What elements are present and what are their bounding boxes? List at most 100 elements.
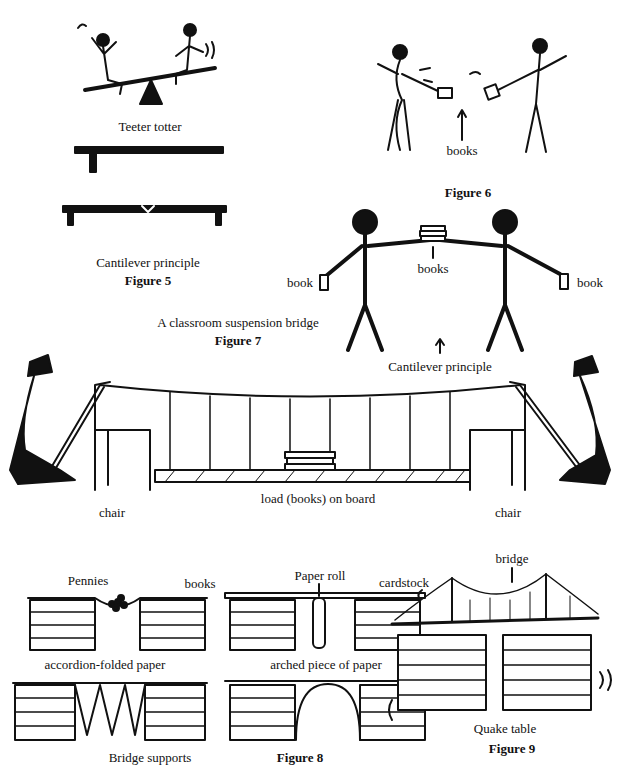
cantilever-beams-stroke (90, 152, 96, 172)
part-label: cardstock (379, 575, 429, 590)
quake-table-stroke (503, 650, 591, 695)
cantilever-beams-stroke (68, 211, 73, 225)
quake-table-stroke (420, 592, 570, 623)
figure-caption: Figure 7 (215, 333, 261, 348)
part-label: A classroom suspension bridge (157, 315, 318, 330)
cantilever-people-stroke (353, 210, 377, 234)
quake-table-stroke (398, 650, 486, 695)
part-label: chair (495, 505, 521, 520)
part-label: Bridge supports (109, 750, 192, 765)
part-label: books (184, 576, 215, 591)
figure-6-people-stroke (420, 68, 480, 82)
bridge-supports-stroke (13, 682, 207, 684)
cantilever-beams-stroke (75, 147, 223, 153)
bridge-supports-stroke (225, 593, 425, 598)
teeter-totter-stroke (140, 80, 162, 104)
bridge-supports-stroke (140, 612, 205, 638)
bridge-supports (13, 584, 430, 740)
part-label: Quake table (474, 721, 536, 736)
bridge-supports-stroke (318, 584, 320, 596)
figure-6-people-stroke (393, 45, 407, 59)
bridge-supports-stroke (140, 600, 205, 650)
figure-caption: Figure 6 (445, 185, 491, 200)
part-label: book (287, 275, 313, 290)
teeter-totter (78, 24, 215, 104)
quake-table-stroke (389, 590, 611, 720)
part-label: Paper roll (295, 568, 346, 583)
suspension-bridge-stroke (165, 470, 465, 482)
part-label: load (books) on board (261, 491, 375, 506)
part-label: arched piece of paper (270, 657, 382, 672)
cantilever-people-stroke (440, 234, 560, 350)
suspension-bridge (10, 355, 610, 490)
part-label: Cantilever principle (388, 359, 492, 374)
cantilever-people-stroke (439, 340, 441, 353)
figure-caption: Figure 8 (277, 750, 323, 765)
figure-6-people (378, 39, 566, 152)
bridge-supports-stroke (313, 598, 325, 648)
bridge-supports-stroke (145, 698, 205, 726)
quake-table (389, 568, 611, 720)
suspension-bridge-stroke (285, 464, 335, 470)
suspension-bridge-stroke (45, 385, 585, 478)
figure-caption: Figure 5 (125, 273, 171, 288)
bridge-supports-stroke (296, 684, 360, 740)
part-label: Pennies (68, 573, 108, 588)
part-label: bridge (495, 551, 528, 566)
bridge-supports-stroke (230, 612, 295, 638)
teeter-totter-stroke (92, 38, 122, 94)
part-label: accordion-folded paper (45, 657, 166, 672)
suspension-bridge-stroke (10, 376, 75, 484)
cantilever-people-stroke (320, 275, 328, 290)
cantilever-people-stroke (432, 247, 434, 258)
quake-table-stroke (392, 618, 598, 624)
suspension-bridge-stroke (155, 470, 470, 482)
cantilever-people-stroke (560, 274, 568, 289)
cantilever-beams-stroke (63, 206, 226, 212)
figure-6-people-stroke (438, 88, 452, 98)
quake-table-stroke (511, 568, 513, 582)
bridge-supports-stroke (15, 685, 75, 740)
bridge-supports-stroke (30, 612, 95, 638)
suspension-bridge-stroke (28, 355, 52, 376)
teeter-totter-stroke (184, 24, 196, 36)
cantilever-people-stroke (326, 234, 430, 350)
quake-table-stroke (452, 574, 546, 622)
cantilever-people-stroke (493, 210, 517, 234)
teeter-totter-stroke (176, 36, 203, 84)
figure-6-people-stroke (533, 39, 547, 53)
bridge-supports-stroke (118, 595, 124, 601)
bridge-supports-stroke (230, 685, 295, 740)
bridge-supports-stroke (121, 602, 127, 608)
bridge-supports-stroke (75, 685, 145, 735)
suspension-bridge-stroke (170, 392, 450, 470)
cantilever-beams-stroke (216, 211, 221, 225)
teeter-totter-stroke (78, 24, 214, 58)
quake-table-stroke (398, 635, 486, 710)
figure-6-people-stroke (484, 84, 499, 99)
suspension-bridge-stroke (560, 376, 610, 484)
cantilever-people (320, 210, 568, 353)
part-label: chair (99, 505, 125, 520)
suspension-bridge-stroke (95, 382, 150, 490)
bridge-supports-stroke (230, 698, 295, 726)
figure-6-people-stroke (461, 112, 463, 140)
part-label: Teeter totter (119, 119, 182, 134)
suspension-bridge-stroke (574, 356, 598, 376)
cantilever-beams (63, 147, 226, 225)
cantilever-people-stroke (421, 236, 445, 241)
figure-6-people-stroke (494, 54, 566, 152)
figure-6-people-stroke (378, 60, 440, 150)
figure-caption: Figure 9 (489, 741, 535, 756)
part-label: Cantilever principle (96, 255, 200, 270)
part-label: books (417, 261, 448, 276)
cantilever-people-stroke (436, 339, 444, 345)
bridge-supports-stroke (145, 685, 205, 740)
part-label: book (577, 275, 603, 290)
cantilever-beams-stroke (142, 206, 154, 212)
bridge-supports-stroke (113, 605, 119, 611)
teeter-totter-stroke (97, 34, 109, 46)
figure-6-people-stroke (458, 110, 466, 117)
part-label: books (446, 143, 477, 158)
